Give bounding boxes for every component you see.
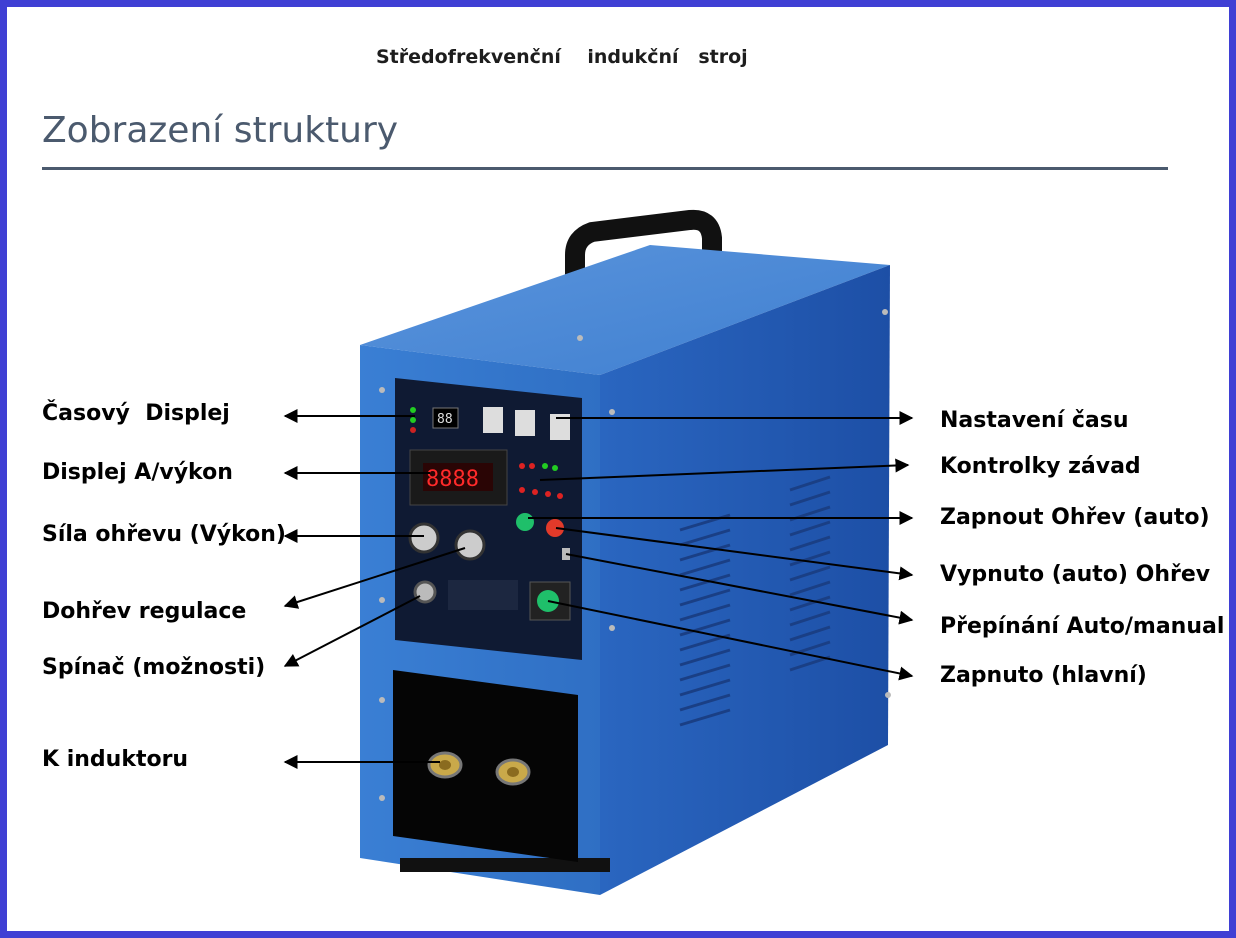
label-heat-off: Vypnuto (auto) Ohřev: [940, 562, 1211, 587]
time-setting-1: [483, 407, 503, 433]
power-display-value: 8888: [426, 467, 479, 492]
label-heating-power: Síla ohřevu (Výkon): [42, 522, 286, 547]
fault-lights: [519, 463, 563, 499]
inductor-connector-2: [495, 758, 531, 786]
option-switch: [413, 580, 437, 604]
callout-arrows: [283, 409, 914, 769]
arrow-fault-lights: [539, 458, 910, 481]
arrow-heat-off: [555, 527, 914, 581]
label-option-switch: Spínač (možnosti): [42, 655, 266, 680]
label-fault-lights: Kontrolky závad: [940, 454, 1141, 479]
time-setting-2: [515, 410, 535, 436]
carry-handle: [565, 209, 722, 332]
label-main-power: Zapnuto (hlavní): [940, 663, 1147, 688]
page-top-title: Středofrekvenční indukční stroj: [376, 46, 748, 68]
label-inductor: K induktoru: [42, 747, 189, 772]
arrow-option-switch: [283, 595, 421, 667]
heading-divider: [42, 167, 1168, 170]
cabinet-side: [600, 265, 890, 895]
cabinet-base: [400, 858, 610, 872]
label-time-display: Časový Displej: [42, 401, 230, 426]
arrow-reheat: [283, 547, 466, 609]
inductor-connector-1: [427, 751, 463, 779]
svg-text:88: 88: [437, 412, 453, 427]
reheat-knob: [454, 529, 486, 561]
time-setting-3: [550, 414, 570, 440]
arrow-auto-manual: [565, 553, 914, 625]
power-knob: [408, 522, 440, 554]
time-display: [432, 407, 459, 429]
label-heat-on: Zapnout Ohřev (auto): [940, 505, 1210, 530]
heat-on-button: [516, 513, 534, 531]
label-power-display: Displej A/výkon: [42, 460, 233, 485]
label-time-setting: Nastavení času: [940, 408, 1129, 433]
arrow-main-power: [547, 600, 914, 681]
heat-off-button: [546, 519, 564, 537]
label-reheat-regulation: Dohřev regulace: [42, 599, 247, 624]
label-auto-manual: Přepínání Auto/manual: [940, 614, 1225, 639]
cabinet-top: [360, 245, 890, 375]
inductor-panel: [393, 670, 578, 862]
section-heading: Zobrazení struktury: [42, 110, 399, 151]
